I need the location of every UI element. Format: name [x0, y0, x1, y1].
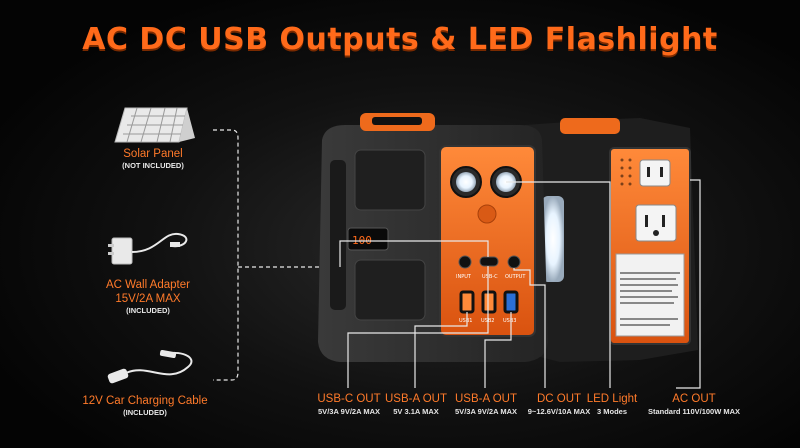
callout-lines	[339, 179, 701, 389]
car-cable-note: (INCLUDED)	[123, 408, 167, 417]
output-dc: DC OUT 9~12.6V/10A MAX	[524, 392, 594, 418]
usbc-out-label: USB-C OUT	[317, 393, 381, 405]
banner-title: AC DC USB Outputs & LED Flashlight	[82, 22, 718, 57]
car-charger-icon	[107, 349, 193, 384]
output-ac: AC OUT Standard 110V/100W MAX	[640, 392, 748, 418]
output-usbc: USB-C OUT 5V/3A 9V/2A MAX	[306, 392, 392, 418]
dc-out-label: DC OUT	[536, 393, 582, 405]
usbc-out-spec: 5V/3A 9V/2A MAX	[318, 407, 380, 416]
led-light-label: LED Light	[586, 393, 638, 405]
output-led-light: LED Light 3 Modes	[584, 392, 640, 418]
wall-adapter-icon	[108, 232, 188, 265]
input-port-label: INPUT	[456, 274, 472, 280]
wall-adapter-rating: 15V/2A MAX	[115, 293, 181, 305]
dc-out-spec: 9~12.6V/10A MAX	[527, 407, 591, 416]
svg-text:USB1: USB1	[459, 318, 472, 324]
ac-out-label: AC OUT	[672, 393, 716, 405]
led-light-spec: 3 Modes	[596, 407, 627, 416]
solar-panel-icon	[114, 107, 195, 143]
ac-out-spec: Standard 110V/100W MAX	[647, 407, 741, 416]
wall-adapter-note: (INCLUDED)	[126, 306, 170, 315]
usba1-out-label: USB-A OUT	[385, 393, 447, 405]
car-cable-label: 12V Car Charging Cable	[82, 395, 208, 407]
solar-panel-note: (NOT INCLUDED)	[122, 161, 184, 170]
rear-power-station	[520, 118, 698, 362]
input-wall-adapter: AC Wall Adapter 15V/2A MAX (INCLUDED)	[78, 278, 218, 316]
output-usba-1: USB-A OUT 5V 3.1A MAX	[380, 392, 452, 418]
front-power-station: 100 INPUT USB-C OUTPUT USB1 USB2 USB3	[318, 113, 548, 362]
usba2-out-spec: 5V/3A 9V/2A MAX	[455, 407, 517, 416]
usba2-out-label: USB-A OUT	[455, 393, 517, 405]
input-car-cable: 12V Car Charging Cable (INCLUDED)	[50, 394, 240, 418]
dc-port-label: OUTPUT	[505, 274, 526, 280]
wall-adapter-label: AC Wall Adapter	[106, 279, 190, 291]
svg-text:USB3: USB3	[503, 318, 516, 324]
usbc-port-label: USB-C	[482, 274, 498, 280]
usba1-out-spec: 5V 3.1A MAX	[393, 407, 439, 416]
output-usba-2: USB-A OUT 5V/3A 9V/2A MAX	[446, 392, 526, 418]
solar-panel-label: Solar Panel	[123, 148, 183, 160]
input-solar-panel: Solar Panel (NOT INCLUDED)	[88, 147, 218, 171]
